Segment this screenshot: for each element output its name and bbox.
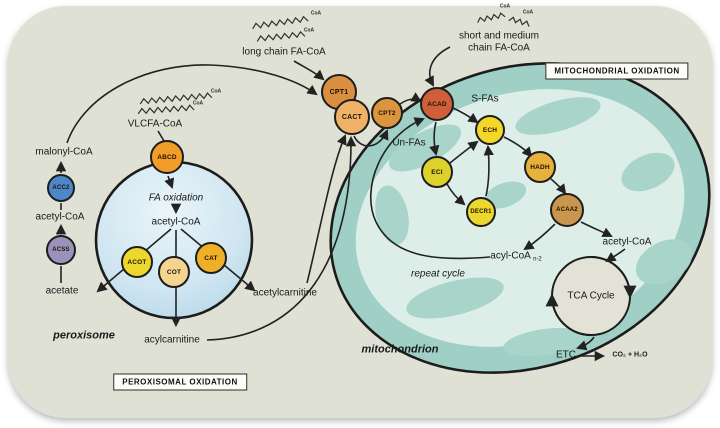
arrow-repeat-cycle <box>370 117 491 260</box>
enzyme-hadh: HADH <box>524 151 556 183</box>
arrow-acad-to-ech <box>452 107 479 124</box>
label-peroxisome: peroxisome <box>53 329 115 342</box>
label-repeat-cycle: repeat cycle <box>411 268 465 280</box>
enzyme-acad: ACAD <box>420 87 454 121</box>
label-malonyl-coa: malonyl-CoA <box>35 146 93 158</box>
label-acetylcarnitine: acetylcarnitine <box>253 287 317 299</box>
enzyme-cat: CAT <box>195 242 227 274</box>
enzyme-decr1-label: DECR1 <box>470 209 492 215</box>
label-s-fas: S-FAs <box>471 93 499 105</box>
label-co2-h2o: CO₂ + H₂O <box>612 351 648 359</box>
enzyme-acot: ACOT <box>121 246 153 278</box>
label-vlcfa-coa: VLCFA-CoA <box>127 118 183 130</box>
enzyme-acaa2-label: ACAA2 <box>556 207 578 213</box>
label-mitochondrion: mitochondrion <box>361 343 439 356</box>
arrow-acaa2-to-acylcoa <box>523 223 556 251</box>
arrow-abcd-to-faoxidation <box>164 175 175 189</box>
arrow-acetylcoa-to-tca <box>605 248 626 263</box>
coa-tag: CoA <box>310 10 322 17</box>
enzyme-cact-label: CACT <box>341 113 363 121</box>
enzyme-hadh-label: HADH <box>530 163 550 171</box>
arrow-eci-to-ech <box>449 140 479 164</box>
coa-tag: CoA <box>522 9 534 16</box>
enzyme-abcd-label: ABCD <box>157 153 177 161</box>
arrow-hadh-to-acaa2 <box>550 178 567 195</box>
label-acylcarnitine: acylcarnitine <box>144 334 200 346</box>
vlcfa-chain-icon <box>139 92 213 105</box>
fatty-acid-chain-icons <box>137 12 530 115</box>
coa-tag: CoA <box>303 27 315 34</box>
label-acetate: acetate <box>45 285 79 297</box>
enzyme-eci-label: ECI <box>431 168 443 176</box>
mitochondrial-oxidation-box: MITOCHONDRIAL OXIDATION <box>545 62 689 80</box>
cristae-blobs <box>375 97 693 357</box>
enzyme-acc2: ACC2 <box>47 174 75 202</box>
label-short-medium-line1: short and medium <box>458 30 540 42</box>
enzyme-ech: ECH <box>475 115 505 145</box>
label-short-medium-line2: chain FA-CoA <box>468 42 530 54</box>
enzyme-acss: ACSS <box>46 235 76 265</box>
vlcfa-chain-icon <box>137 104 195 115</box>
peroxisome-shape <box>94 160 254 320</box>
arrow-eci-to-decr1 <box>446 183 466 206</box>
enzyme-acc2-label: ACC2 <box>52 185 70 191</box>
enzyme-cpt2: CPT2 <box>371 97 403 129</box>
label-acyl-coa: acyl-CoA <box>490 250 531 262</box>
pathway-arrows <box>55 46 626 362</box>
tca-cycle-circle <box>545 256 637 336</box>
coa-tag: CoA <box>499 3 511 10</box>
label-long-chain-fa-coa: long chain FA-CoA <box>242 46 326 58</box>
label-acyl-coa-subscript: n-2 <box>533 256 542 263</box>
enzyme-cact: CACT <box>334 99 370 135</box>
arrow-tca-to-etc <box>576 336 595 351</box>
arrow-acetylcarnitine-to-cact <box>306 134 347 284</box>
label-acetyl-coa-mito: acetyl-CoA <box>602 236 652 248</box>
arrow-acad-to-eci <box>429 121 440 157</box>
label-tca-cycle: TCA Cycle <box>567 290 615 302</box>
arrow-cpt2-to-acad <box>399 92 422 105</box>
arrow-acylcarnitine-to-cact <box>206 135 357 341</box>
arrow-shortmedium-to-acad <box>424 46 451 87</box>
enzyme-decr1: DECR1 <box>466 197 496 227</box>
long-chain-icon <box>252 15 309 30</box>
label-etc: ETC <box>556 349 576 361</box>
long-chain-icon <box>256 30 306 42</box>
enzyme-cpt1-label: CPT1 <box>329 88 349 96</box>
label-un-fas: Un-FAs <box>392 137 426 149</box>
enzyme-eci: ECI <box>421 156 453 188</box>
arrow-decr1-to-ech <box>483 144 494 197</box>
enzyme-acaa2: ACAA2 <box>550 193 584 227</box>
arrow-longchain-to-cpt1 <box>293 60 325 81</box>
peroxisomal-oxidation-box: PEROXISOMAL OXIDATION <box>113 373 247 391</box>
enzyme-acss-label: ACSS <box>52 247 70 253</box>
short-chain-icon <box>477 12 506 23</box>
medium-chain-icon <box>508 16 530 27</box>
coa-tag: CoA <box>210 88 222 95</box>
coa-tag: CoA <box>192 100 204 107</box>
label-acetyl-coa-peroxisome: acetyl-CoA <box>151 216 201 228</box>
line-vlcfa-to-abcd <box>157 130 165 142</box>
arrow-acaa2-to-acetylcoa <box>580 221 613 237</box>
enzyme-cat-label: CAT <box>204 254 218 262</box>
label-fa-oxidation: FA oxidation <box>148 192 204 204</box>
label-acetyl-coa-cytosol: acetyl-CoA <box>35 211 85 223</box>
enzyme-cot: COT <box>158 256 190 288</box>
enzyme-cpt2-label: CPT2 <box>378 109 396 117</box>
arrow-malonyl-to-cpt1 <box>66 64 318 144</box>
label-acyl-coa-n2: acyl-CoA n-2 <box>490 251 541 266</box>
enzyme-abcd: ABCD <box>150 140 184 174</box>
enzyme-acot-label: ACOT <box>127 258 147 266</box>
enzyme-cot-label: COT <box>166 268 182 276</box>
enzyme-acad-label: ACAD <box>427 100 447 108</box>
enzyme-ech-label: ECH <box>482 126 498 134</box>
